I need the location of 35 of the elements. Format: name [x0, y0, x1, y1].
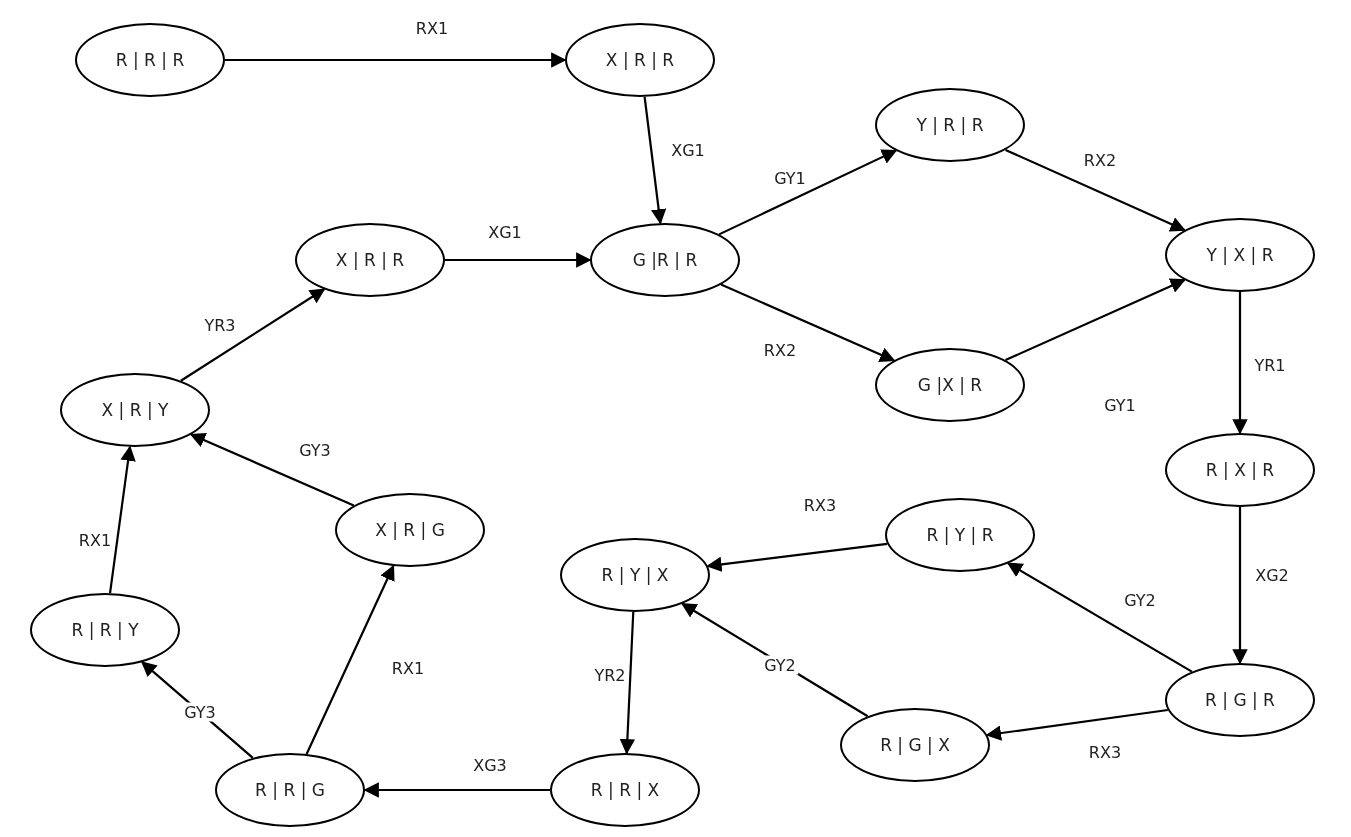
arrow — [363, 782, 550, 798]
state-ellipse: R | G | X — [840, 708, 990, 782]
state-ellipse: X | R | R — [565, 23, 715, 97]
state-ellipse: X | R | Y — [60, 373, 210, 447]
arrow — [305, 564, 395, 755]
arrow — [1232, 292, 1248, 435]
arrow — [225, 52, 567, 68]
edge-label: GY2 — [762, 655, 798, 675]
arrow — [1006, 562, 1193, 673]
state-ellipse: R | R | Y — [30, 593, 180, 667]
state-ellipse: R | G | R — [1165, 663, 1315, 737]
state-ellipse: X | R | G — [335, 493, 485, 567]
arrow — [445, 252, 592, 268]
state-ellipse: R | R | G — [215, 753, 365, 827]
arrow — [189, 433, 355, 507]
state-ellipse: G |X | R — [875, 348, 1025, 422]
state-ellipse: R | X | R — [1165, 433, 1315, 507]
edge-label: GY3 — [182, 702, 218, 722]
state-ellipse: Y | X | R — [1165, 218, 1315, 292]
state-ellipse: X | R | R — [295, 223, 445, 297]
arrow — [180, 288, 326, 382]
state-ellipse: R | Y | X — [560, 538, 710, 612]
arrow — [108, 445, 136, 594]
arrow — [718, 149, 898, 236]
state-ellipse: R | Y | R — [885, 498, 1035, 572]
arrow — [1005, 148, 1186, 232]
state-ellipse: Y | R | R — [875, 88, 1025, 162]
arrow — [720, 283, 896, 362]
arrow — [643, 96, 667, 225]
arrow — [1005, 278, 1186, 362]
state-ellipse: G |R | R — [590, 223, 740, 297]
state-ellipse: R | R | R — [75, 23, 225, 97]
arrow — [619, 611, 636, 755]
arrow — [1232, 507, 1248, 665]
state-ellipse: R | R | X — [550, 753, 700, 827]
